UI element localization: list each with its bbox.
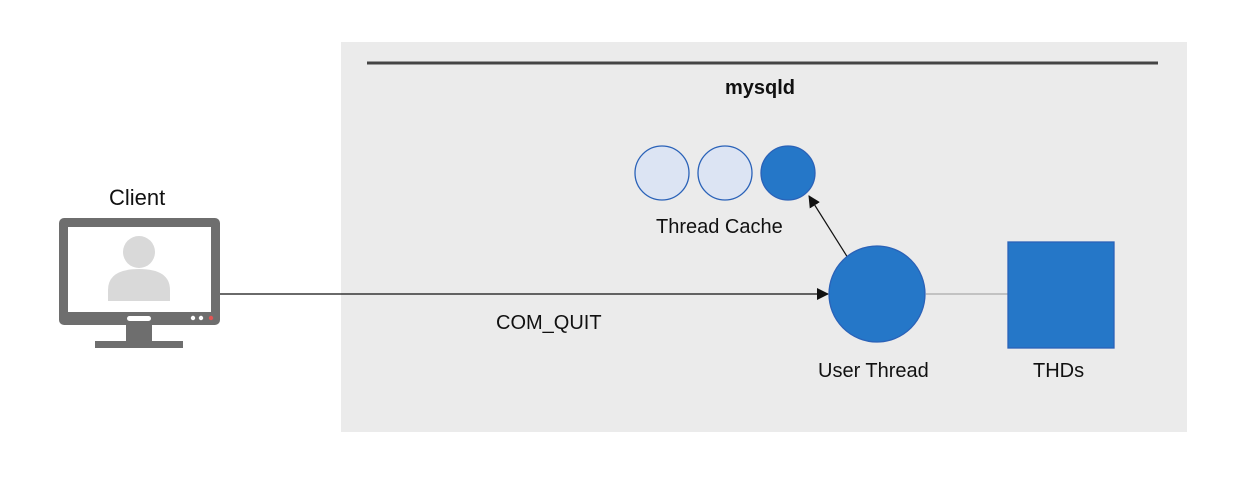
client-label: Client bbox=[109, 185, 166, 210]
thds-label: THDs bbox=[1033, 360, 1085, 382]
thread-cache-slot-idle bbox=[634, 145, 690, 201]
com-quit-label: COM_QUIT bbox=[496, 312, 602, 334]
user-avatar-body-icon bbox=[108, 269, 170, 301]
thread-cache-slot-active bbox=[760, 145, 816, 201]
thread-cache-slot-idle bbox=[697, 145, 753, 201]
user-avatar-head-icon bbox=[123, 236, 155, 268]
user-thread-label: User Thread bbox=[818, 360, 929, 382]
mysqld-server-box bbox=[341, 42, 1187, 432]
client-monitor-icon bbox=[59, 218, 220, 348]
thds-node bbox=[1007, 241, 1115, 349]
thread-cache-label: Thread Cache bbox=[656, 216, 783, 238]
user-thread-node bbox=[828, 245, 926, 343]
return-to-cache-arrow bbox=[808, 195, 849, 259]
power-led-icon bbox=[208, 315, 214, 321]
mysqld-title: mysqld bbox=[725, 77, 796, 99]
